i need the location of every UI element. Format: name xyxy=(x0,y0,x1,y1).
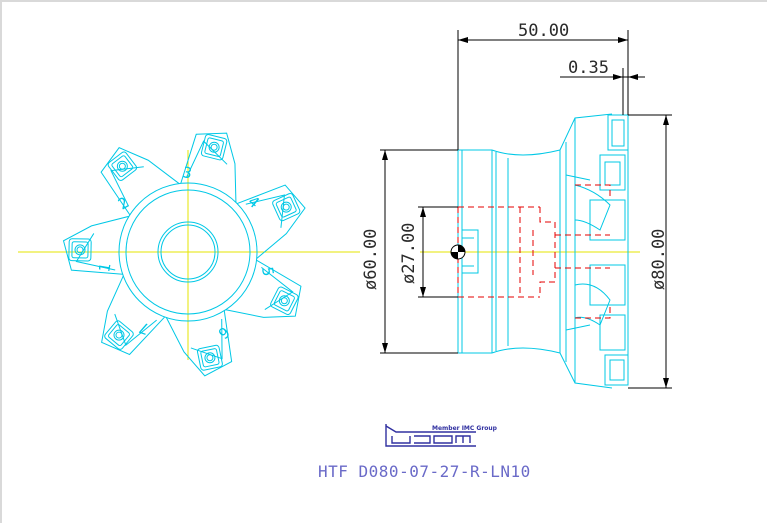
insert-screw-icon xyxy=(76,246,84,254)
tooth-outline xyxy=(62,215,130,275)
insert-number-7: 7 xyxy=(137,318,152,338)
shank-body xyxy=(457,113,613,389)
part-number-title: HTF D080-07-27-R-LN10 xyxy=(318,462,531,481)
side-inserts xyxy=(565,114,629,386)
insert-screw-icon xyxy=(280,201,292,213)
insert-body xyxy=(196,344,223,371)
tooth-outline xyxy=(101,275,166,356)
tooth-pocket-line xyxy=(114,313,157,346)
insert-screw-icon xyxy=(115,331,123,339)
center-mark-fill-2 xyxy=(451,252,458,259)
frame-border-left xyxy=(0,0,2,523)
insert-screw-icon xyxy=(118,162,126,170)
front-view: 1 2 3 4 5 6 7 xyxy=(18,132,360,377)
insert-screw-icon xyxy=(210,143,218,151)
insert-body xyxy=(107,151,138,181)
insert-number-2: 2 xyxy=(115,193,132,213)
insert-inner xyxy=(275,196,297,218)
dim-length: 50.00 xyxy=(518,21,569,41)
insert-screw-icon xyxy=(116,160,128,172)
brand-logo: Member IMC Group xyxy=(385,424,498,447)
insert-screw-icon xyxy=(204,352,216,364)
logo-mark xyxy=(385,424,476,447)
insert-body xyxy=(200,134,228,161)
dim-outer-diameter: ø80.00 xyxy=(649,229,669,290)
dim-bore-diameter: ø27.00 xyxy=(399,223,419,284)
insert-screw-icon xyxy=(280,297,288,305)
insert-inner xyxy=(200,348,220,368)
insert-inner xyxy=(204,137,224,157)
insert-number-5: 5 xyxy=(258,266,277,278)
insert-screw-icon xyxy=(206,354,214,362)
insert-number-1: 1 xyxy=(95,262,114,274)
body-outer-circle xyxy=(118,182,258,322)
dim-body-diameter: ø60.00 xyxy=(361,229,381,290)
insert-screw-icon xyxy=(282,203,290,211)
frame-border-top xyxy=(0,0,767,2)
side-view xyxy=(420,113,640,389)
bore-inner-circle xyxy=(160,224,216,280)
insert-number-4: 4 xyxy=(244,192,262,212)
insert-inner xyxy=(71,241,89,259)
insert-body xyxy=(104,320,134,350)
tooth-outline xyxy=(236,184,306,259)
insert-number-3: 3 xyxy=(181,163,193,182)
insert-screw-icon xyxy=(74,244,86,256)
insert-screw-icon xyxy=(208,141,220,153)
insert-body xyxy=(270,286,299,316)
insert-inner xyxy=(108,324,130,347)
insert-number-6: 6 xyxy=(215,323,233,343)
cutter-teeth xyxy=(62,132,306,377)
tooth-outline xyxy=(165,310,233,377)
body-step-circle xyxy=(125,189,251,315)
center-mark-fill-1 xyxy=(458,245,465,252)
dimension-arrows xyxy=(382,37,669,388)
bore-circle xyxy=(157,221,219,283)
tooth-outline xyxy=(180,132,237,203)
insert-screw-icon xyxy=(113,329,125,341)
insert-inner xyxy=(111,155,134,178)
dim-offset: 0.35 xyxy=(568,58,609,78)
insert-body xyxy=(272,192,301,222)
insert-screw-icon xyxy=(278,295,290,307)
logo-tagline: Member IMC Group xyxy=(432,425,498,432)
insert-inner xyxy=(273,290,295,312)
insert-body xyxy=(68,238,92,262)
tooth-outline xyxy=(225,259,302,318)
tooth-outline xyxy=(100,147,180,216)
